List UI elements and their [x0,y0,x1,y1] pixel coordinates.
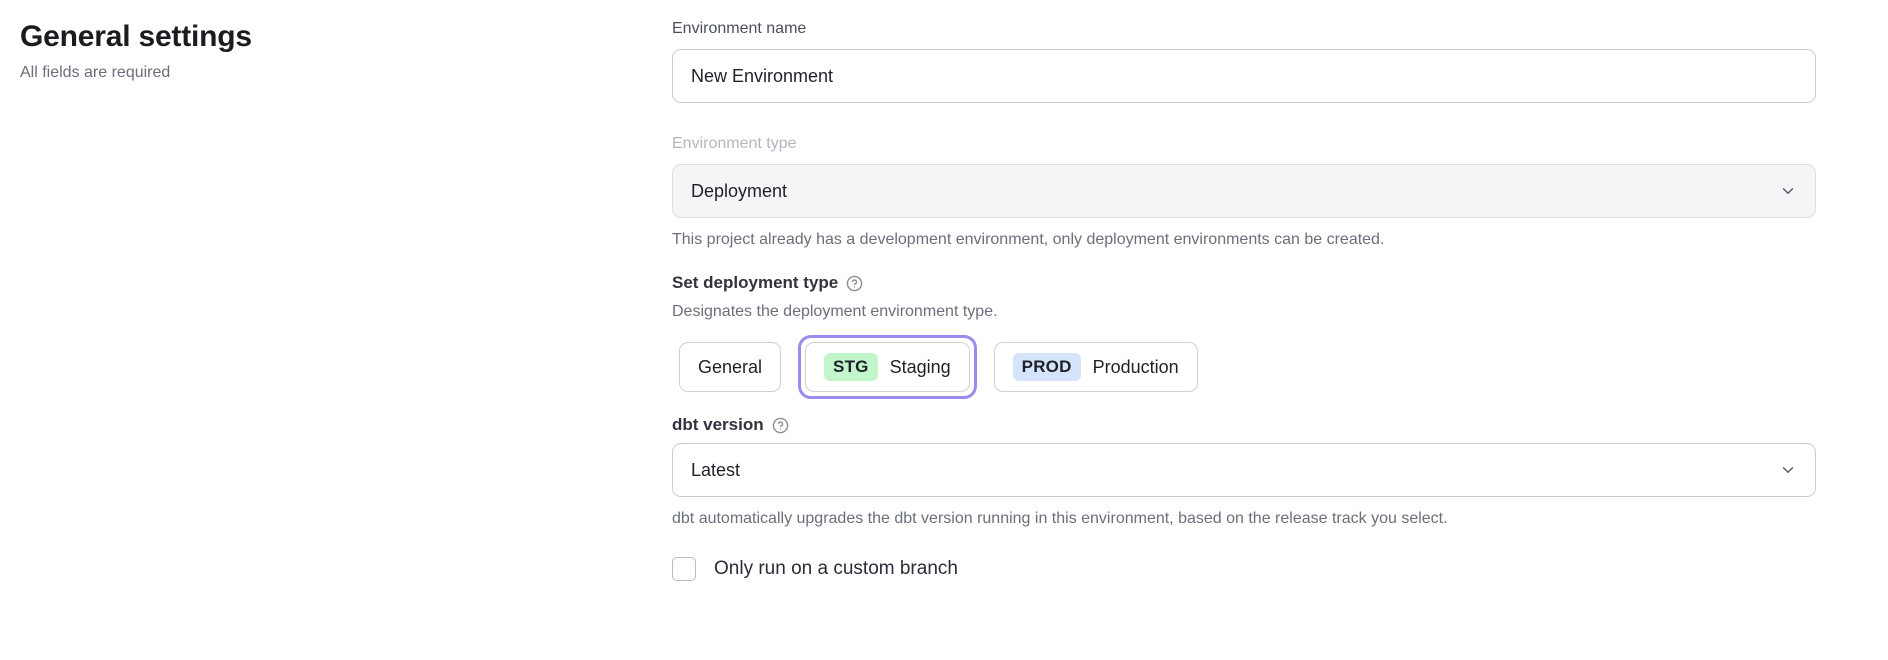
settings-header-column: General settings All fields are required [0,18,672,660]
environment-name-field: Environment name [672,18,1816,103]
environment-type-label: Environment type [672,135,797,152]
dbt-version-value: Latest [691,460,741,480]
settings-form-column: Environment name Environment type Deploy… [672,18,1852,660]
custom-branch-label: Only run on a custom branch [714,558,958,579]
page-title: General settings [20,20,252,53]
custom-branch-row: Only run on a custom branch [672,556,1816,582]
dbt-version-helper-text: dbt automatically upgrades the dbt versi… [672,510,1448,527]
page-subtitle: All fields are required [20,64,171,81]
dbt-version-field: dbt version Latest dbt automatically upg… [672,413,1816,530]
deployment-type-field: Set deployment type Designates the deplo… [672,271,1816,399]
environment-name-label: Environment name [672,20,807,37]
deployment-type-option-general-wrap: General [672,335,788,399]
spacer [672,399,1816,413]
dbt-version-label: dbt version [672,413,1816,437]
chevron-down-icon [1779,461,1797,479]
custom-branch-checkbox[interactable] [672,557,696,581]
question-circle-icon[interactable] [772,417,789,434]
environment-type-select[interactable]: Deployment [672,164,1816,218]
deployment-type-option-production[interactable]: PROD Production [993,342,1198,392]
deployment-type-label-text: Set deployment type [672,273,839,292]
deployment-type-option-staging-wrap: STG Staging [798,335,977,399]
deployment-type-option-production-label: Production [1092,357,1179,377]
environment-type-helper-text: This project already has a development e… [672,231,1385,248]
dbt-version-select[interactable]: Latest [672,443,1816,497]
question-circle-icon[interactable] [846,275,863,292]
deployment-type-label: Set deployment type [672,271,1816,295]
environment-type-value: Deployment [691,181,788,201]
spacer [672,251,1816,271]
chevron-down-icon [1779,182,1797,200]
environment-name-input[interactable] [672,49,1816,103]
dbt-version-label-text: dbt version [672,415,764,434]
deployment-type-option-general-label: General [698,357,763,377]
deployment-type-option-production-wrap: PROD Production [987,335,1205,399]
deployment-type-option-staging-label: Staging [889,357,951,377]
spacer [672,103,1816,133]
environment-type-field: Environment type Deployment This project… [672,133,1816,251]
deployment-type-option-staging[interactable]: STG Staging [805,342,970,392]
badge-stg: STG [824,353,878,381]
badge-prod: PROD [1012,353,1081,381]
deployment-type-option-general[interactable]: General [679,342,782,392]
deployment-type-option-group: General STG Staging PROD Production [672,335,1816,399]
deployment-type-description: Designates the deployment environment ty… [672,303,998,320]
